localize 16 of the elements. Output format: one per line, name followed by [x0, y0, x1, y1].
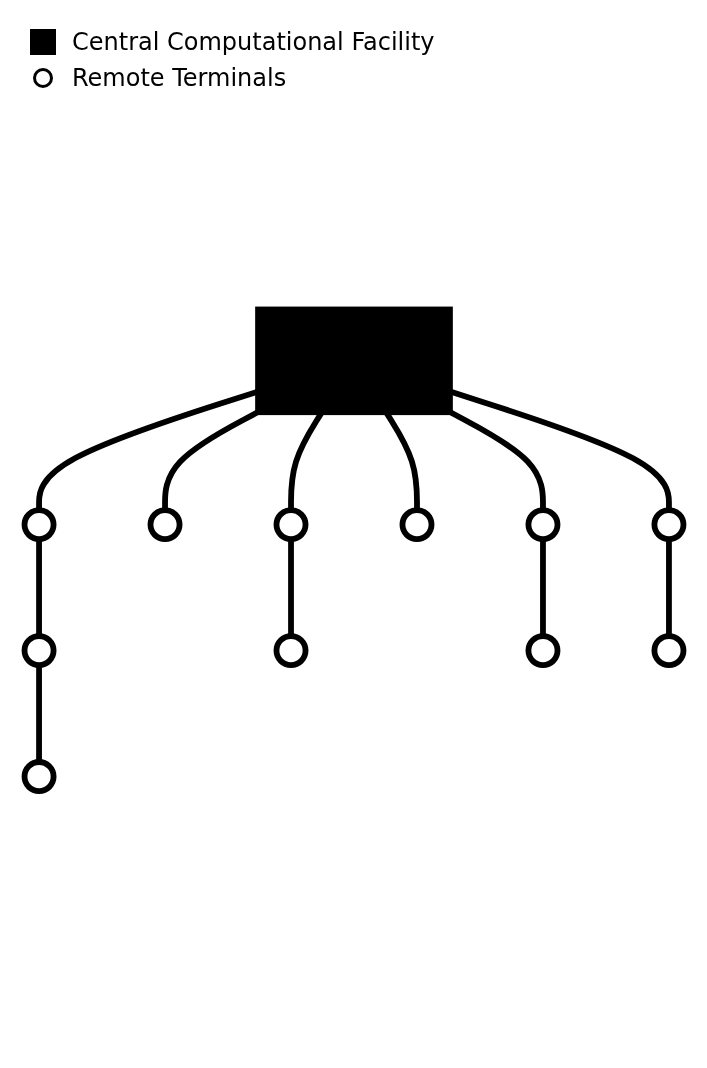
node-circle	[273, 507, 308, 543]
node-circle	[651, 633, 686, 669]
node-circle	[21, 633, 56, 669]
node-circle	[651, 507, 686, 543]
node-circle	[21, 507, 56, 543]
legend-label: Remote Terminals	[72, 64, 287, 92]
connector-line	[449, 410, 546, 511]
node-circle	[147, 507, 182, 543]
node-circle	[525, 633, 560, 669]
node-circle	[525, 507, 560, 543]
connector-line	[161, 410, 258, 511]
legend-label: Central Computational Facility	[72, 28, 435, 56]
node-circle	[273, 633, 308, 669]
node-box	[254, 306, 453, 416]
node-circle	[21, 759, 56, 795]
node-circle	[399, 507, 434, 543]
